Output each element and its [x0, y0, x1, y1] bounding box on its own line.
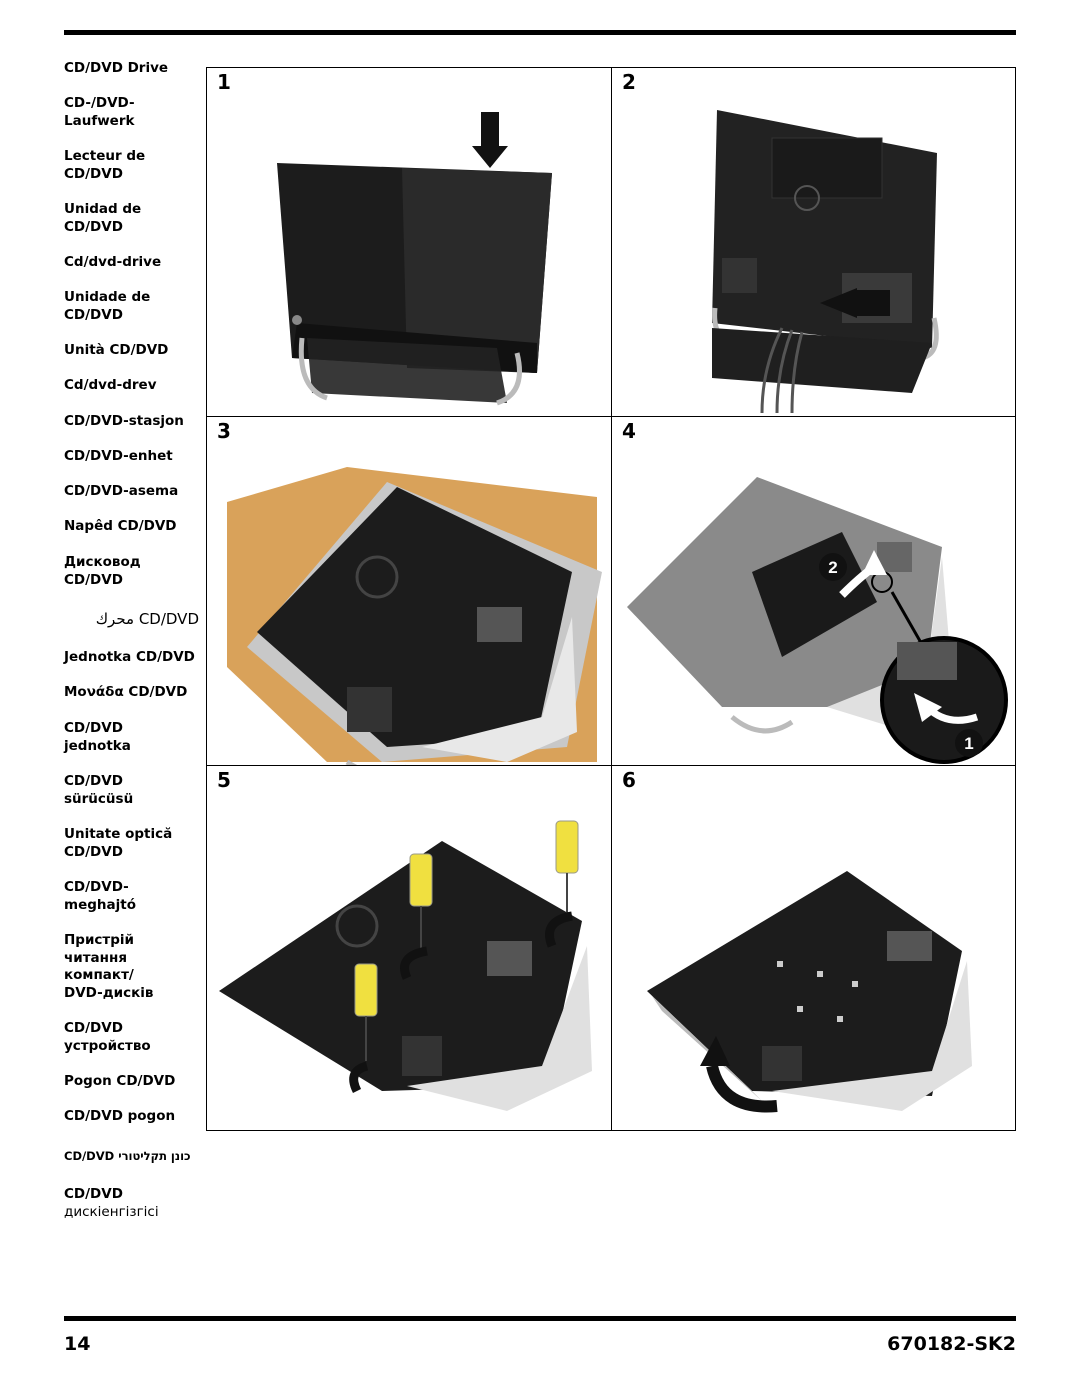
lang-cs: Jednotka CD/DVD	[64, 649, 195, 665]
step-2-number: 2	[622, 70, 636, 94]
step-6-number: 6	[622, 768, 636, 792]
lang-sv: CD/DVD-enhet	[64, 448, 173, 464]
page-number: 14	[64, 1333, 91, 1355]
lang-no: CD/DVD-stasjon	[64, 413, 184, 429]
step-4-number: 4	[622, 419, 636, 443]
step-5-illustration	[219, 820, 592, 1111]
lang-nl: Cd/dvd-drive	[64, 254, 162, 270]
step-6-panel: 6	[612, 766, 1016, 1131]
step-5-number: 5	[217, 768, 231, 792]
step-2-panel: 2	[612, 68, 1016, 416]
grid-divider-vertical	[611, 68, 612, 1130]
lang-hr: CD/DVD pogon	[64, 1108, 176, 1124]
step-3-panel: 3	[207, 417, 611, 765]
lang-hu: CD/DVD-meghajtó	[64, 879, 136, 913]
lang-pl: Napêd CD/DVD	[64, 518, 177, 534]
step-3-number: 3	[217, 419, 231, 443]
callout-1-text: 1	[964, 734, 973, 753]
document-code: 670182-SK2	[887, 1333, 1016, 1355]
step-1-illustration	[277, 112, 552, 406]
step-4-illustration: 2 1	[627, 477, 1008, 764]
step-4-panel: 2 1 4	[612, 417, 1016, 765]
lang-sl: Pogon CD/DVD	[64, 1073, 176, 1089]
step-3-illustration	[227, 467, 602, 765]
lang-he: CD/DVD כונן תקליטורי	[64, 1149, 191, 1163]
bottom-rule	[64, 1316, 1016, 1321]
grid-divider-row-2	[207, 765, 1015, 766]
step-2-illustration	[712, 110, 939, 414]
step-1-number: 1	[217, 70, 231, 94]
lang-ar: CD/DVD محرك	[95, 610, 199, 628]
lang-en: CD/DVD Drive	[64, 60, 169, 76]
step-5-panel: 5	[207, 766, 611, 1131]
top-rule	[64, 30, 1016, 35]
grid-divider-row-1	[207, 416, 1015, 417]
lang-el: Μονάδα CD/DVD	[64, 684, 188, 700]
lang-de: CD-/DVD-Laufwerk	[64, 95, 135, 129]
lang-it: Unità CD/DVD	[64, 342, 169, 358]
callout-2-text: 2	[828, 558, 837, 577]
step-1-panel: 1	[207, 68, 611, 416]
lang-fi: CD/DVD-asema	[64, 483, 179, 499]
lang-da: Cd/dvd-drev	[64, 377, 157, 393]
step-6-illustration	[647, 871, 972, 1113]
steps-grid: 1 2 3	[206, 67, 1016, 1131]
